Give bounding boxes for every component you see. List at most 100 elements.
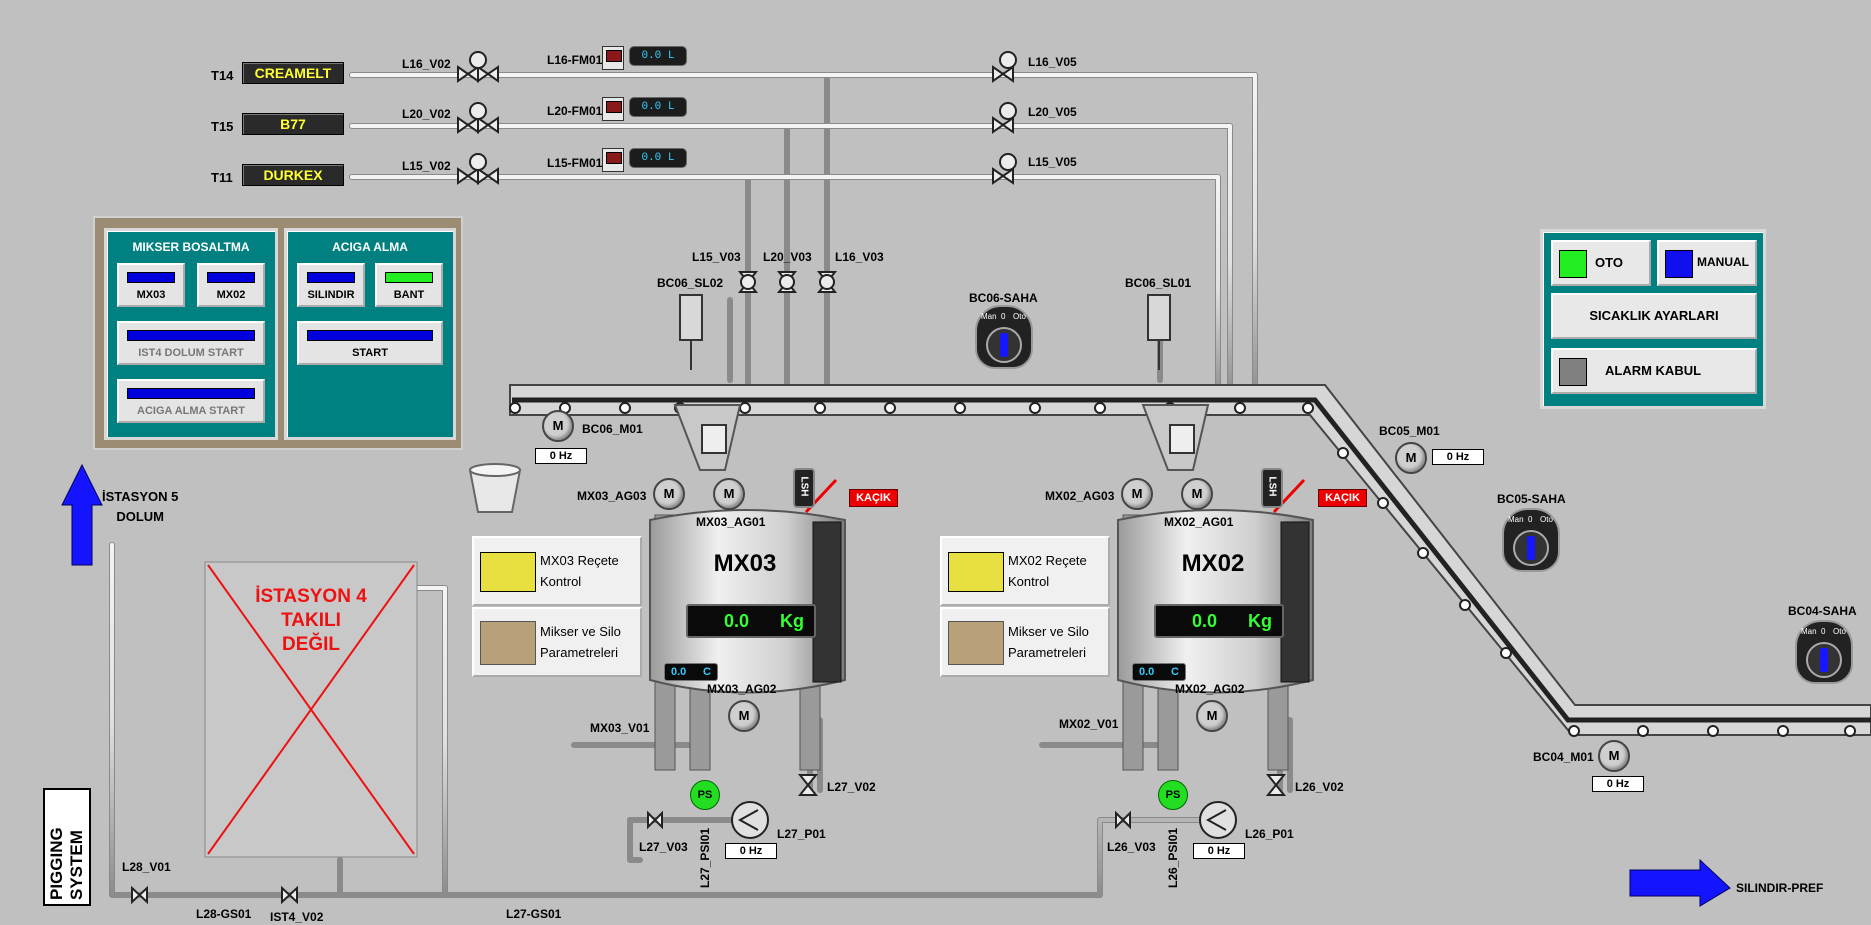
mx02-ag02-label: MX02_AG02 [1175, 682, 1245, 696]
valve-l16-v02-label: L16_V02 [402, 57, 451, 71]
bc04-hz: 0 Hz [1592, 776, 1644, 792]
recete-line2: Kontrol [1008, 574, 1050, 589]
mx02-ag03-motor[interactable]: M [1121, 478, 1153, 510]
bc05-hz: 0 Hz [1432, 449, 1484, 465]
manual-button[interactable]: MANUAL [1657, 240, 1757, 286]
bc06-motor[interactable]: M [542, 410, 574, 442]
l27-psi01-label: L27_PSI01 [698, 827, 712, 888]
mx02-lsh-sensor[interactable]: LSH [1261, 468, 1283, 508]
l27-p01-label: L27_P01 [777, 827, 826, 841]
mx02-ag03-label: MX02_AG03 [1045, 489, 1115, 503]
bc05-saha-selector[interactable]: Man 0 Oto [1502, 508, 1560, 572]
silindir-button[interactable]: SILINDIR [297, 263, 365, 307]
mx02-bosaltma-button[interactable]: MX02 [197, 263, 265, 307]
mx03-ag01-label: MX03_AG01 [696, 515, 766, 529]
lsh-label: LSH [798, 476, 810, 497]
bc05-motor[interactable]: M [1395, 442, 1427, 474]
lsh-label: LSH [1266, 476, 1278, 497]
status-bar [307, 330, 433, 341]
mx02-v01-label: MX02_V01 [1059, 717, 1119, 731]
flowmeter-icon[interactable] [602, 46, 624, 70]
recete-line1: MX03 Reçete [540, 553, 619, 568]
mx03-tank-name: MX03 [713, 550, 777, 577]
selector-oto: Oto [1540, 515, 1553, 524]
valve-l16-v03-label: L16_V03 [835, 250, 884, 264]
mx02-ag01-motor[interactable]: M [1181, 478, 1213, 510]
flow-display-l16: 0.0 L [629, 46, 687, 66]
alarm-kabul-label: ALARM KABUL [1605, 363, 1702, 378]
flowmeter-icon[interactable] [602, 148, 624, 172]
alarm-kabul-button[interactable]: ALARM KABUL [1551, 348, 1757, 394]
bc04-motor[interactable]: M [1598, 740, 1630, 772]
weight-unit: Kg [780, 611, 804, 631]
l27-v03-label: L27_V03 [639, 840, 688, 854]
selector-zero: 0 [1528, 515, 1533, 524]
aciga-start-button[interactable]: START [297, 321, 443, 365]
bc05-saha-label: BC05-SAHA [1497, 492, 1566, 506]
silindir-pref-label[interactable]: SILINDIR-PREF [1736, 881, 1824, 895]
status-bar [307, 272, 355, 283]
mx03-bosaltma-button[interactable]: MX03 [117, 263, 185, 307]
recete-line2: Kontrol [540, 574, 582, 589]
mx03-ag02-motor[interactable]: M [728, 700, 760, 732]
tank-t15-label: T15 [211, 119, 234, 134]
oto-indicator [1559, 250, 1587, 278]
selector-zero: 0 [1821, 627, 1826, 636]
flowmeter-l20-label: L20-FM01 [547, 104, 603, 118]
button-label: IST4 DOLUM START [138, 347, 244, 359]
bc04-motor-label: BC04_M01 [1533, 750, 1594, 764]
pigging-system-box[interactable]: PIGGING SYSTEM [43, 788, 91, 906]
button-label: MX02 [216, 289, 246, 301]
bc04-saha-selector[interactable]: Man 0 Oto [1795, 620, 1853, 684]
button-label: BANT [393, 289, 425, 301]
status-bar [127, 272, 175, 283]
flowmeter-icon[interactable] [602, 97, 624, 121]
button-label: SILINDIR [307, 289, 355, 301]
l27-gs01-label: L27-GS01 [506, 907, 562, 921]
aciga-panel-title: ACIGA ALMA [332, 240, 408, 254]
mx02-ag02-motor[interactable]: M [1196, 700, 1228, 732]
plc-rack-icon [948, 552, 1004, 592]
recete-line1: MX02 Reçete [1008, 553, 1087, 568]
l26-pressure-switch[interactable]: PS [1158, 780, 1188, 810]
l27-pump-hz: 0 Hz [725, 843, 777, 859]
mx03-ag01-motor[interactable]: M [713, 478, 745, 510]
mx03-ag02-label: MX03_AG02 [707, 682, 777, 696]
bant-button[interactable]: BANT [375, 263, 443, 307]
mikser-panel-title: MIKSER BOSALTMA [132, 240, 250, 254]
valve-l20-v02-label: L20_V02 [402, 107, 451, 121]
manual-indicator [1665, 250, 1693, 278]
flowmeter-l16-label: L16-FM01 [547, 53, 603, 67]
tank-t14-label: T14 [211, 68, 234, 83]
l26-psi01-label: L26_PSI01 [1166, 827, 1180, 888]
l27-pressure-switch[interactable]: PS [690, 780, 720, 810]
sicaklik-ayarlari-button[interactable]: SICAKLIK AYARLARI [1551, 293, 1757, 339]
bc06-sl01-label: BC06_SL01 [1125, 276, 1192, 290]
mx03-ag03-motor[interactable]: M [653, 478, 685, 510]
selector-knob-icon [1513, 530, 1549, 566]
aciga-alma-start-button[interactable]: ACIGA ALMA START [117, 379, 265, 423]
mx03-lsh-sensor[interactable]: LSH [793, 468, 815, 508]
plc-rack-icon [480, 552, 536, 592]
button-label: MX03 [136, 289, 166, 301]
ist4-dolum-start-button[interactable]: IST4 DOLUM START [117, 321, 265, 365]
l26-p01-label: L26_P01 [1245, 827, 1294, 841]
istasyon5-line2: DOLUM [116, 509, 164, 524]
material-box-creamelt[interactable]: CREAMELT [242, 62, 344, 84]
oto-button[interactable]: OTO [1551, 240, 1651, 286]
param-line2: Parametreleri [1008, 645, 1087, 660]
temp-unit: C [703, 666, 711, 678]
bc06-saha-selector[interactable]: Man 0 Oto [975, 305, 1033, 369]
selector-knob-icon [986, 327, 1022, 363]
material-box-b77[interactable]: B77 [242, 113, 344, 135]
mx03-weight-display: 0.0 Kg [686, 604, 816, 638]
alarm-indicator [1559, 358, 1587, 386]
istasyon4-line1: İSTASYON 4 [255, 586, 367, 607]
material-box-durkex[interactable]: DURKEX [242, 164, 344, 186]
istasyon5-label: İSTASYON 5 DOLUM [102, 487, 178, 527]
